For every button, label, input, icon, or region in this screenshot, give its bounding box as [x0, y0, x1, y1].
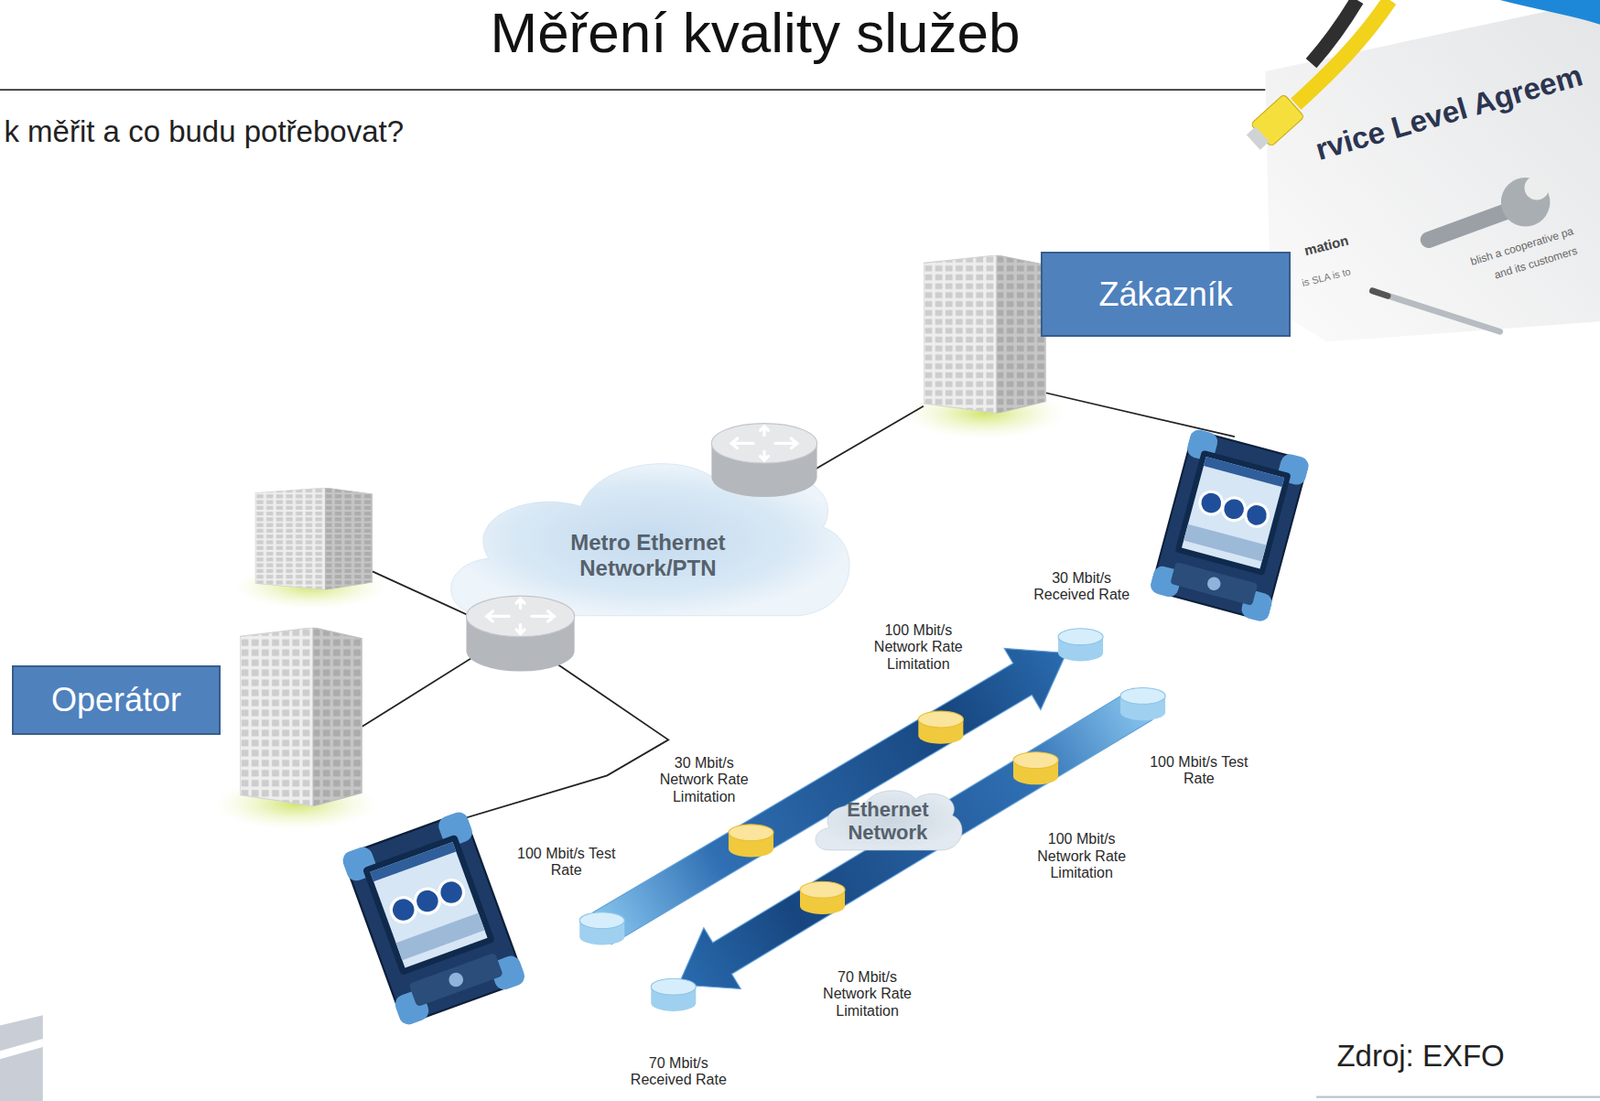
network-cloud: Ethernet Network [810, 770, 965, 873]
customer-box: Zákazník [1040, 251, 1291, 337]
rate-label: 100 Mbit/s Network Rate Limitation [867, 622, 969, 673]
rate-disk [650, 978, 696, 1012]
sla-photo [1246, 126, 1270, 151]
rate-disk [579, 912, 625, 946]
traffic-arrow [592, 648, 1152, 989]
node-text: Ethernet Network [832, 798, 943, 845]
slide-logo [0, 1015, 44, 1101]
sla-photo [1296, 0, 1391, 105]
network-wire [362, 653, 480, 727]
rate-disk [800, 881, 845, 915]
title-rule [0, 88, 1265, 91]
rate-disk [1013, 752, 1059, 786]
network-wire [372, 571, 480, 621]
rate-disk [918, 711, 963, 745]
office-building [239, 627, 363, 807]
office-building [255, 487, 373, 590]
test-instrument [339, 427, 1311, 1028]
node-text: Operátor [51, 681, 182, 719]
sla-photo [1243, 0, 1600, 342]
office-building [239, 255, 1047, 807]
rate-disk [579, 628, 1166, 1012]
network-wire [806, 406, 924, 476]
router-symbol [465, 423, 817, 672]
office-building [923, 255, 1047, 414]
rate-label: 30 Mbit/s Received Rate [1031, 570, 1133, 605]
rate-label: 70 Mbit/s Network Rate Limitation [817, 969, 919, 1020]
sla-photo [1264, 0, 1600, 342]
rate-disk [1120, 687, 1166, 721]
network-wire [1046, 392, 1235, 437]
test-instrument [339, 809, 528, 1028]
router-symbol [711, 423, 817, 498]
rate-label: 70 Mbit/s Received Rate [627, 1054, 729, 1089]
rate-label: 30 Mbit/s Network Rate Limitation [653, 755, 755, 806]
rate-disk [728, 824, 774, 858]
slide-logo [0, 1015, 44, 1101]
sla-photo [1524, 175, 1550, 201]
network-wire [362, 392, 1235, 822]
subtitle: k měřit a co budu potřebovat? [3, 114, 404, 150]
sla-photo [1428, 209, 1513, 240]
cloud-outline [815, 789, 963, 850]
corner-swoosh [1500, 0, 1600, 25]
node-text: Zákazník [1099, 275, 1233, 314]
operator-box: Operátor [11, 665, 220, 736]
test-instrument [1148, 427, 1311, 624]
traffic-arrow [678, 688, 1153, 989]
node-label: Operátor [51, 681, 182, 719]
sla-photo [1243, 94, 1305, 154]
node-label: Zákazník [1099, 275, 1233, 314]
footer-rule [1316, 1095, 1600, 1098]
rate-label: 100 Mbit/s Test Rate [516, 845, 617, 880]
slide-title: Měření kvality služeb [489, 0, 1020, 65]
sla-photo [1372, 291, 1500, 333]
source-note: Zdroj: EXFO [1336, 1038, 1504, 1074]
building-glow [214, 388, 1067, 831]
rate-label: 100 Mbit/s Network Rate Limitation [1031, 832, 1133, 883]
node-label: Ethernet Network [832, 798, 943, 845]
router-symbol [465, 595, 574, 672]
rate-label: 100 Mbit/s Test Rate [1148, 753, 1250, 788]
network-wire [454, 663, 669, 822]
sla-photo [1372, 291, 1388, 297]
rate-disk [1058, 628, 1103, 662]
node-label: Metro Ethernet Network/PTN [556, 529, 740, 581]
slide-logo [0, 1038, 44, 1060]
node-text: Metro Ethernet Network/PTN [556, 529, 740, 581]
